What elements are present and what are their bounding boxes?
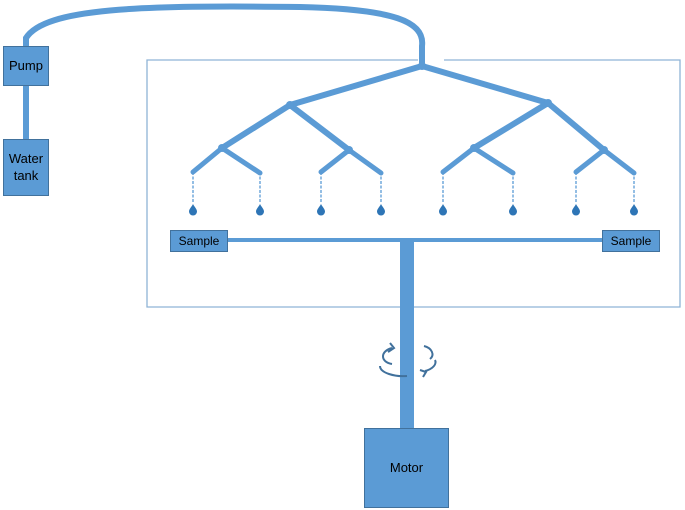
water-drop-icon — [572, 204, 580, 216]
water-drop-icon — [256, 204, 264, 216]
water-drop-icon — [377, 204, 385, 216]
sample-right-label: Sample — [610, 233, 652, 248]
tree-joints — [218, 62, 608, 154]
distribution-tree — [190, 63, 637, 176]
water-drop-icon — [317, 204, 325, 216]
pump-label: Pump — [9, 57, 43, 73]
motor-label: Motor — [389, 459, 424, 475]
supply-pipe — [23, 3, 426, 66]
water-tank-box: Water tank — [3, 139, 49, 196]
rotation-icon — [379, 342, 437, 378]
water-drop-icon — [189, 204, 197, 216]
water-drop-icon — [509, 204, 517, 216]
motor-shaft — [400, 238, 414, 428]
nozzle-group — [189, 172, 638, 216]
motor-box: Motor — [364, 428, 449, 508]
water-drop-icon — [439, 204, 447, 216]
water-tank-label: Water tank — [8, 151, 44, 183]
water-drop-icon — [630, 204, 638, 216]
pump-box: Pump — [3, 46, 49, 86]
sample-left-label: Sample — [178, 233, 220, 248]
sample-box-right: Sample — [602, 230, 660, 252]
sample-box-left: Sample — [170, 230, 228, 252]
